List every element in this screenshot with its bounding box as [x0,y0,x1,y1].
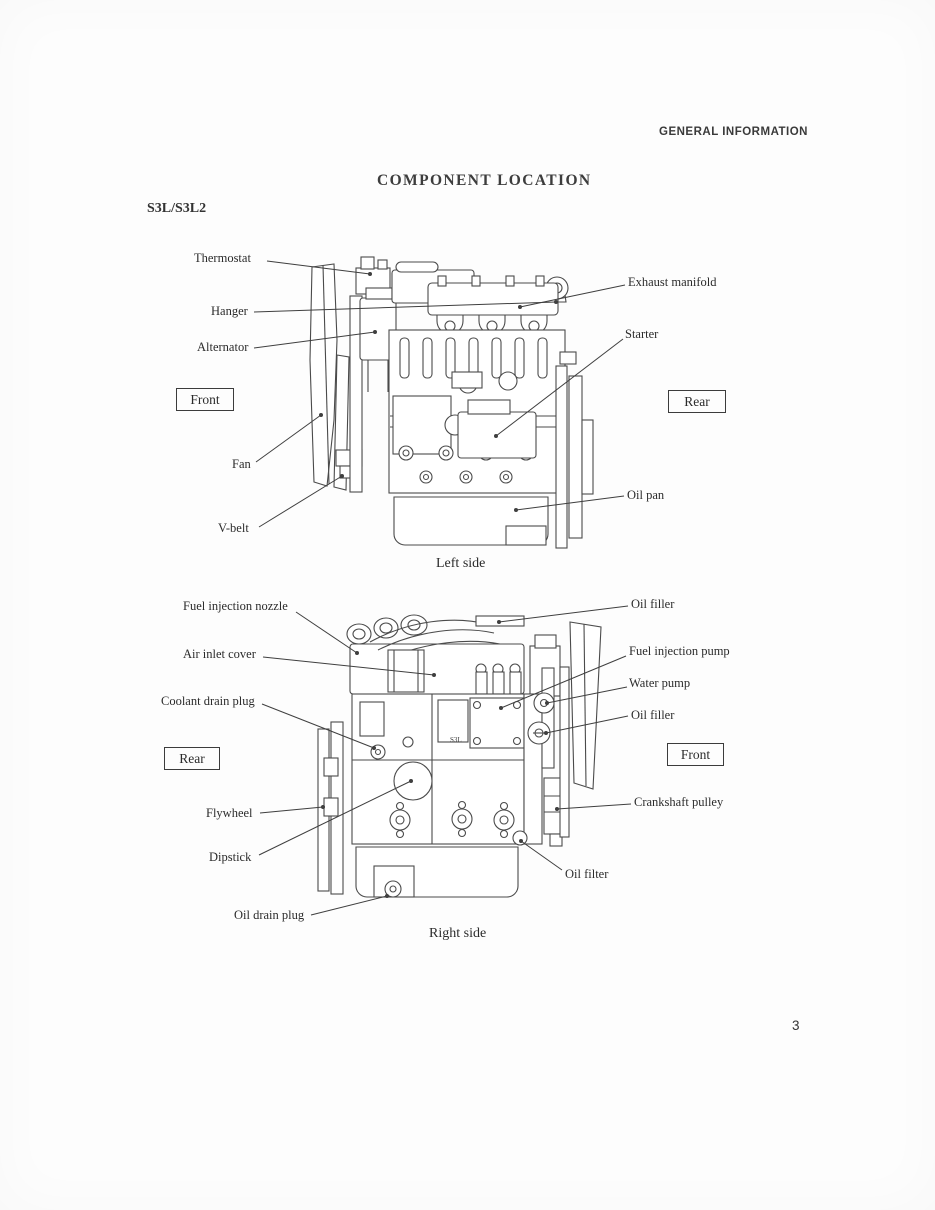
orientation-box-front-left-view: Front [176,388,234,411]
page-number: 3 [792,1018,800,1033]
label-fan: Fan [232,457,251,471]
label-dipstick: Dipstick [209,850,252,864]
orientation-box-front-right-view: Front [667,743,724,766]
caption-left-side: Left side [436,556,486,571]
label-fuel-injection-pump: Fuel injection pump [629,644,730,658]
model-designation: S3L/S3L2 [147,201,207,216]
orientation-box-rear-left-view: Rear [668,390,726,413]
exhaust-manifold-shape [427,282,559,316]
label-oil-filter: Oil filter [565,867,609,881]
label-flywheel: Flywheel [206,806,253,820]
label-alternator: Alternator [197,340,249,354]
label-crankshaft-pulley: Crankshaft pulley [634,795,724,809]
label-hanger: Hanger [211,304,248,318]
water-pump-shape [533,692,555,714]
page-title: COMPONENT LOCATION [377,172,592,189]
label-v-belt: V-belt [218,521,249,535]
label-oil-filler-side: Oil filler [631,708,675,722]
orientation-box-rear-right-view: Rear [164,747,220,770]
section-header: GENERAL INFORMATION [659,126,808,138]
label-exhaust-manifold: Exhaust manifold [628,275,717,289]
caption-right-side: Right side [429,926,487,941]
oil-filter-shape [512,830,528,846]
label-oil-pan: Oil pan [627,488,665,502]
dipstick-shape [402,736,414,748]
left-side-engine-drawing [309,256,594,549]
label-air-inlet-cover: Air inlet cover [183,647,256,661]
label-thermostat: Thermostat [194,251,251,265]
label-oil-drain-plug: Oil drain plug [234,908,305,922]
label-starter: Starter [625,327,659,341]
leader-lines [253,260,632,916]
engine-casting-marking: S3L [450,736,462,744]
label-water-pump: Water pump [629,676,691,690]
label-fuel-injection-nozzle: Fuel injection nozzle [183,599,288,613]
label-coolant-drain-plug: Coolant drain plug [161,694,255,708]
fan-shape [309,263,338,487]
right-side-engine-drawing: S3L [317,614,602,898]
label-oil-filler-top: Oil filler [631,597,675,611]
